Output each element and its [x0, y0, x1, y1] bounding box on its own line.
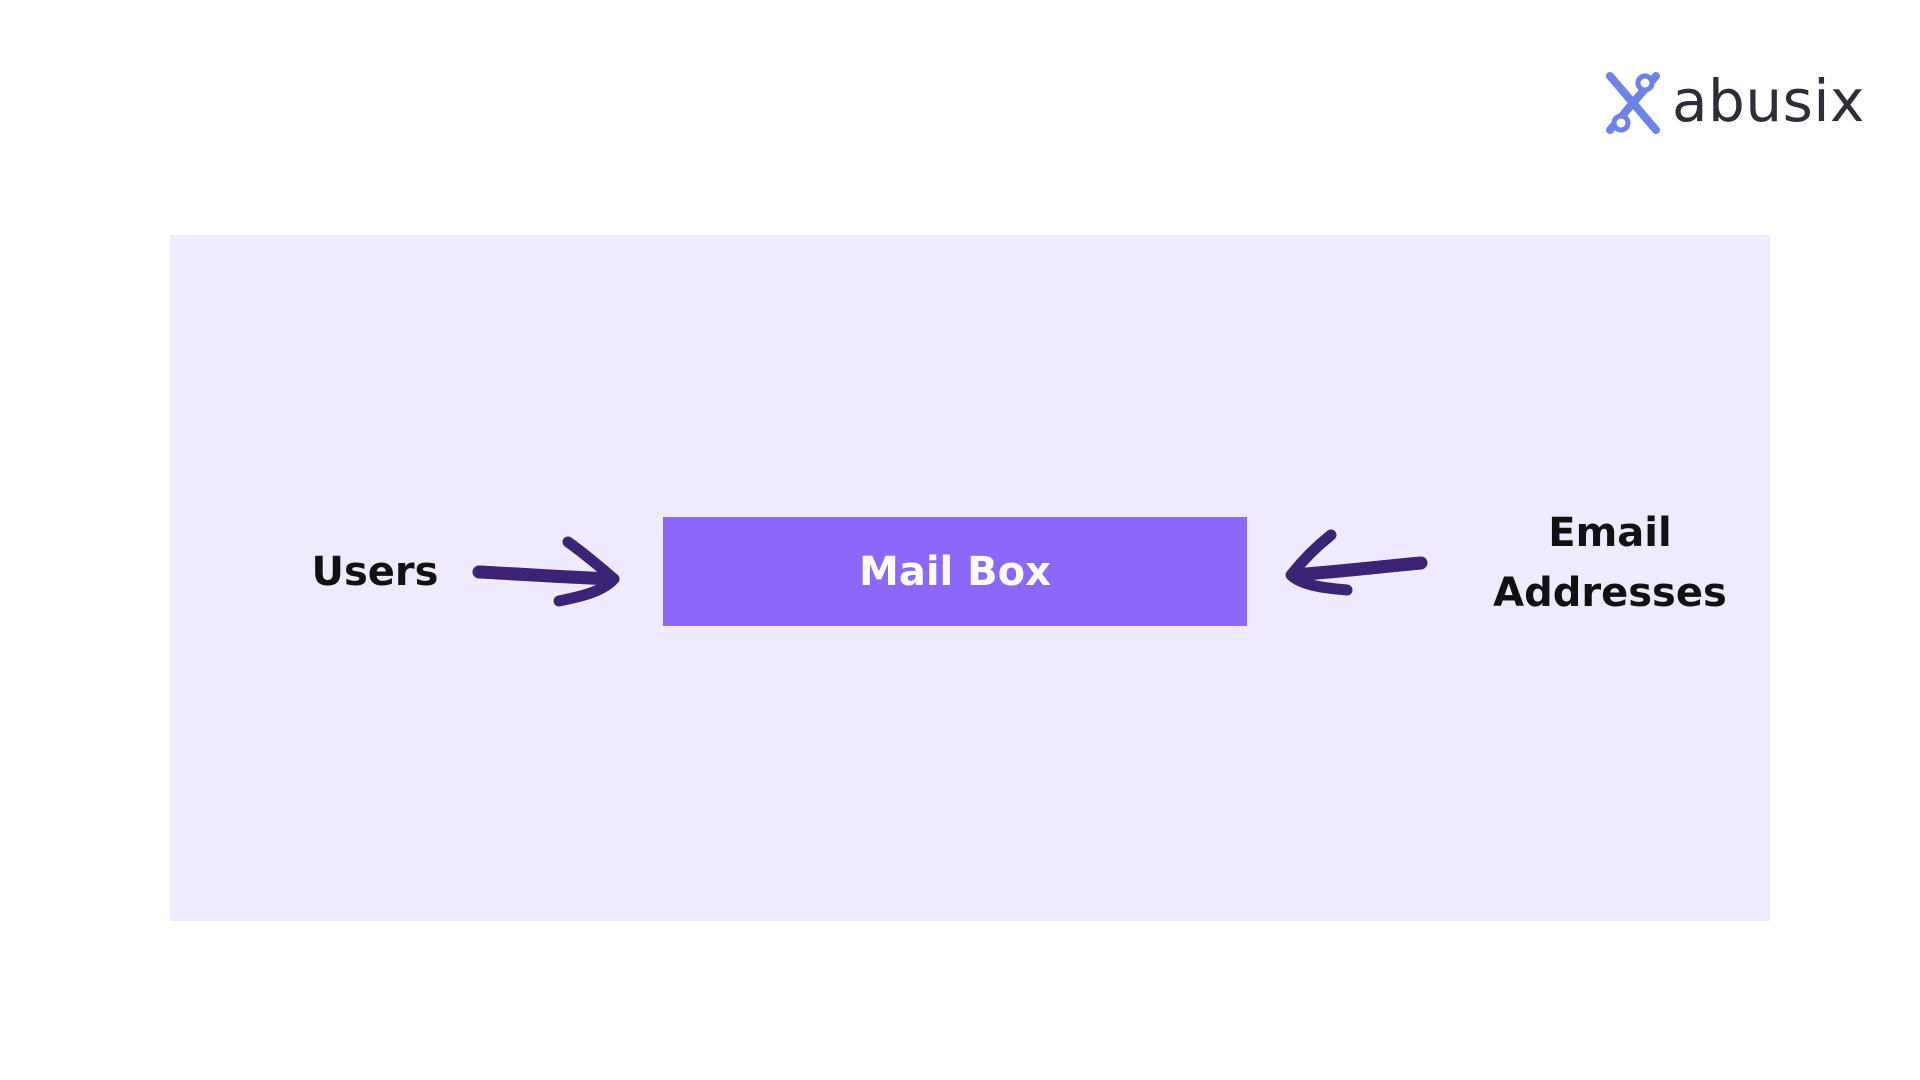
mailbox-label: Mail Box	[859, 548, 1051, 595]
arrow-right-icon	[472, 536, 620, 607]
email-label-line2: Addresses	[1493, 570, 1727, 616]
mailbox-box: Mail Box	[663, 517, 1247, 626]
abusix-x-logo-icon	[1606, 72, 1660, 134]
abusix-logo: abusix	[1602, 68, 1865, 138]
email-addresses-label: Email Addresses	[1460, 503, 1760, 623]
arrow-left-icon	[1285, 529, 1428, 596]
logo-wordmark: abusix	[1672, 67, 1865, 135]
users-label: Users	[311, 549, 439, 595]
email-label-line1: Email	[1548, 510, 1672, 556]
diagram-panel: Users Mail Box Email Addresses	[170, 235, 1770, 921]
